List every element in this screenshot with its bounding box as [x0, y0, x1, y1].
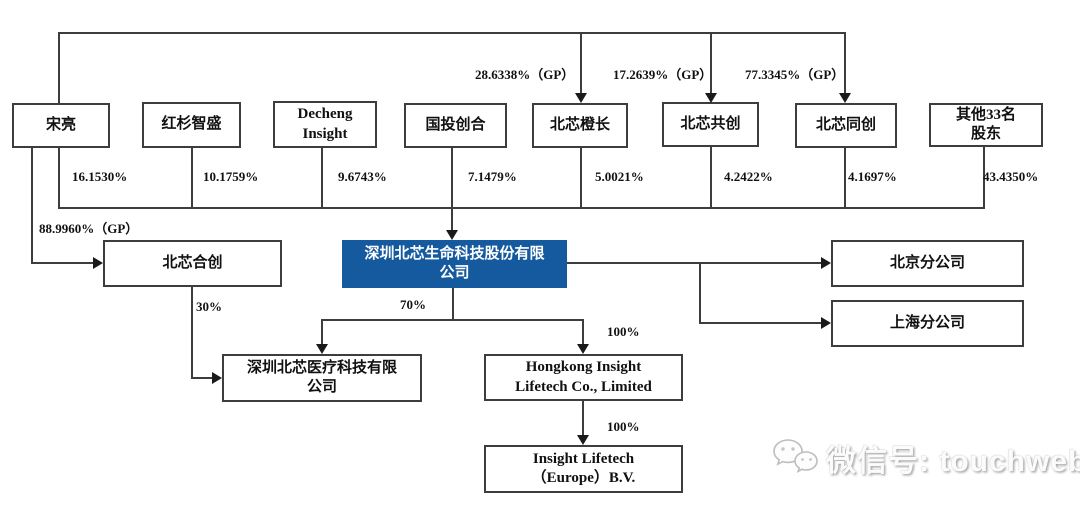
gp-label-gongchuang: 17.2639%（GP） — [613, 67, 713, 82]
arrowhead-into-europe — [577, 435, 589, 445]
pct-label-tongchuang: 4.1697% — [848, 169, 897, 184]
node-yiliao: 深圳北芯医疗科技有限 公司 — [222, 354, 422, 402]
gp-label-hechuang: 88.9960%（GP） — [39, 221, 139, 236]
node-hechuang: 北芯合创 — [103, 240, 282, 287]
connector-chengzhang-down — [580, 148, 582, 208]
connector-shareholder-bus — [58, 207, 985, 209]
node-gongchuang: 北芯共创 — [662, 102, 759, 147]
node-hongshan: 红杉智盛 — [142, 102, 241, 148]
node-beijing-branch: 北京分公司 — [831, 240, 1024, 287]
pct-label-gongchuang: 4.2422% — [724, 169, 773, 184]
arrowhead-into-main-company — [446, 230, 458, 240]
arrowhead-into-yiliao-top — [316, 344, 328, 354]
wechat-icon — [773, 439, 818, 474]
node-hongkong: Hongkong Insight Lifetech Co., Limited — [484, 354, 683, 401]
arrowhead-into-shanghai — [821, 317, 831, 329]
node-main-company: 深圳北芯生命科技股份有限 公司 — [342, 240, 567, 288]
connector-hechuang-right — [191, 377, 213, 379]
pct-label-hongshan: 10.1759% — [203, 169, 259, 184]
node-shanghai-branch: 上海分公司 — [831, 300, 1024, 347]
pct-label-decheng: 9.6743% — [338, 169, 387, 184]
connector-decheng-down — [321, 148, 323, 208]
node-europe: Insight Lifetech （Europe）B.V. — [484, 445, 683, 493]
arrowhead-into-yiliao-left — [212, 372, 222, 384]
connector-songliang-up — [58, 32, 60, 103]
connector-gongchuang-down — [710, 147, 712, 208]
connector-main-stem — [452, 288, 454, 321]
watermark: 微信号: touchweb — [772, 436, 1080, 480]
connector-hechuang-down — [191, 287, 193, 379]
pct-label-chengzhang: 5.0021% — [595, 169, 644, 184]
connector-guotou-down — [451, 148, 453, 232]
arrowhead-into-beijing — [821, 257, 831, 269]
node-songliang: 宋亮 — [12, 103, 110, 148]
watermark-text: 微信号: touchweb — [826, 445, 1080, 478]
connector-into-hechuang — [31, 262, 94, 264]
connector-gp-tongchuang — [844, 32, 846, 94]
node-decheng: Decheng Insight — [273, 101, 377, 148]
connector-top-bus — [59, 32, 846, 34]
connector-branch-down — [699, 262, 701, 324]
connector-main-beijing — [567, 262, 822, 264]
pct-label-main-hongkong: 100% — [607, 324, 640, 339]
pct-label-songliang: 16.1530% — [72, 169, 128, 184]
gp-label-chengzhang: 28.6338%（GP） — [475, 67, 575, 82]
connector-gp-gongchuang — [710, 32, 712, 94]
connector-other33-down — [983, 147, 985, 208]
pct-label-guotou: 7.1479% — [468, 169, 517, 184]
gp-label-tongchuang: 77.3345%（GP） — [745, 67, 845, 82]
pct-label-hongkong-europe: 100% — [607, 419, 640, 434]
connector-hongkong-drop — [582, 319, 584, 346]
arrowhead-into-tongchuang — [839, 93, 851, 103]
arrowhead-into-gongchuang — [705, 93, 717, 103]
node-guotou: 国投创合 — [404, 103, 507, 148]
connector-gp-chengzhang — [580, 32, 582, 94]
connector-hongkong-europe — [582, 401, 584, 436]
connector-hongshan-down — [191, 148, 193, 208]
connector-branch-shanghai — [699, 322, 822, 324]
pct-label-other33: 43.4350% — [983, 169, 1039, 184]
arrowhead-into-chengzhang — [575, 93, 587, 103]
connector-yiliao-drop — [321, 319, 323, 346]
arrowhead-into-hongkong — [577, 344, 589, 354]
node-chengzhang: 北芯橙长 — [532, 103, 628, 148]
pct-label-hechuang-yiliao: 30% — [196, 299, 222, 314]
connector-songliang-down — [58, 148, 60, 208]
connector-songliang-left-down — [31, 148, 33, 264]
connector-sub-bus — [321, 319, 584, 321]
arrowhead-into-hechuang — [93, 257, 103, 269]
node-other33: 其他33名 股东 — [929, 103, 1043, 147]
pct-label-main-yiliao: 70% — [400, 297, 426, 312]
node-tongchuang: 北芯同创 — [795, 103, 897, 148]
connector-tongchuang-down — [844, 148, 846, 208]
